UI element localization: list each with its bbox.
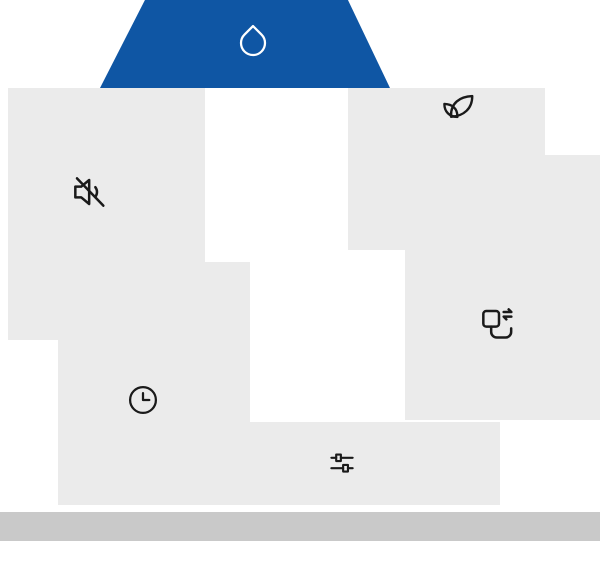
droplet-icon: [235, 22, 271, 58]
panel-right-main: [405, 155, 600, 420]
leaf-icon: [439, 91, 477, 129]
panel-bottom-center: [205, 422, 500, 505]
top-banner: [100, 0, 390, 88]
bottom-bar: [0, 512, 600, 541]
clock-icon: [125, 382, 161, 418]
sliders-icon: [325, 446, 359, 480]
muted-speaker-icon: [70, 172, 110, 212]
plug-sync-icon: [477, 303, 517, 343]
